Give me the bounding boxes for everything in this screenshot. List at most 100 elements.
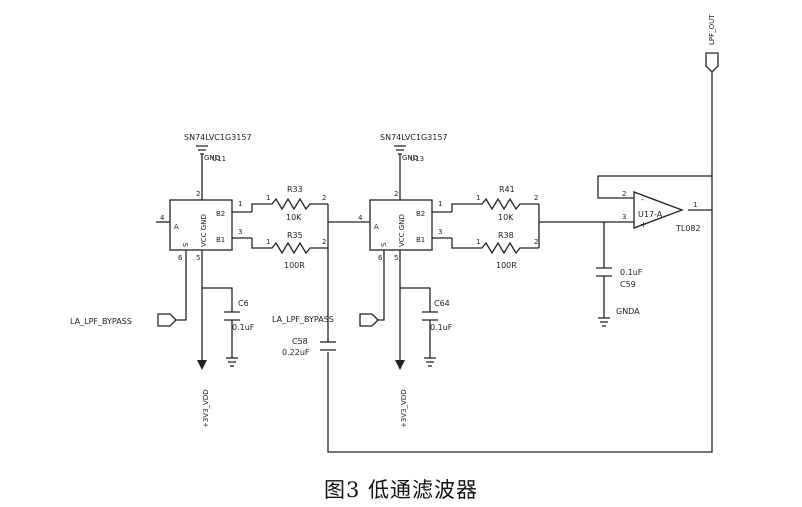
switch2: SN74LVC1G3157 GND U13 A VCC GND B2 B1 S … (358, 133, 452, 370)
c59-symbol (596, 222, 612, 318)
resistor-r41: R41 10K 1 2 (451, 185, 539, 222)
opamp-triangle (633, 191, 684, 229)
switch1-pin-a: A (174, 223, 179, 231)
switch2-ref: U13 (410, 155, 424, 163)
switch1-n3: 3 (238, 228, 242, 236)
vdd1-label: +3V3_VDD (202, 389, 210, 428)
r33-p1: 1 (266, 194, 270, 202)
switch1-b-stubs (232, 211, 252, 239)
capacitor-c6: C6 0.1uF (202, 287, 255, 367)
switch1-pin-vccgnd: VCC GND (200, 214, 208, 247)
switch2-s-wire (378, 250, 385, 321)
ctrl1-label: LA_LPF_BYPASS (70, 317, 132, 326)
r38-value: 100R (496, 261, 517, 270)
lpf-out-label: LPF_OUT (708, 14, 716, 45)
c59-gnd-label: GNDA (616, 307, 640, 316)
r35-value: 100R (284, 261, 305, 270)
switch1-pin-b1: B1 (216, 236, 225, 244)
c6-value: 0.1uF (232, 323, 255, 332)
switch2-n6: 6 (378, 254, 383, 262)
vdd-rail-1: +3V3_VDD (202, 389, 210, 428)
switch1-n5: 5 (196, 254, 200, 262)
r38-symbol (451, 238, 539, 255)
wire-feedback (597, 175, 712, 199)
switch2-part: SN74LVC1G3157 (380, 133, 448, 142)
c58-value: 0.22uF (282, 348, 310, 357)
figure-caption: 图3 低通滤波器 (323, 478, 479, 502)
switch2-pin-b2: B2 (416, 210, 425, 218)
switch1: SN74LVC1G3157 GND U11 A VCC GND B2 B1 S … (156, 133, 252, 370)
switch2-n3: 3 (438, 228, 442, 236)
c6-ground (226, 357, 238, 367)
opamp-minus: - (641, 195, 644, 204)
opamp-ref: U17-A (638, 210, 663, 219)
c58-symbol (320, 341, 336, 351)
capacitor-c64: C64 0.1uF (400, 287, 453, 367)
opamp-plus: + (640, 220, 647, 229)
c59-ground (598, 317, 610, 327)
switch2-n5: 5 (394, 254, 398, 262)
switch1-n4: 4 (160, 214, 165, 222)
c6-symbol (202, 287, 240, 358)
c64-ground (424, 357, 436, 367)
r33-symbol (251, 197, 328, 212)
capacitor-c58: C58 0.22uF (282, 337, 336, 357)
switch1-vdd-arrow (197, 360, 207, 370)
vdd-rail-2: +3V3_VDD (400, 389, 408, 428)
r33-ref: R33 (287, 185, 303, 194)
switch1-n6: 6 (178, 254, 183, 262)
c59-value: 0.1uF (620, 268, 643, 277)
resistor-r33: R33 10K 1 2 (251, 185, 328, 222)
c64-ref: C64 (434, 299, 450, 308)
c64-symbol (400, 287, 438, 358)
r35-ref: R35 (287, 231, 303, 240)
r33-p2: 2 (322, 194, 326, 202)
opamp-u17a: U17-A - + 2 3 1 TL082 (539, 190, 701, 233)
wire-out-down (688, 72, 713, 211)
switch2-pin-vccgnd: VCC GND (398, 214, 406, 247)
opamp-pin2: 2 (622, 190, 626, 198)
ctrl2-label: LA_LPF_BYPASS (272, 315, 334, 324)
switch1-pin-b2: B2 (216, 210, 225, 218)
opamp-part: TL082 (675, 224, 701, 233)
c6-ref: C6 (238, 299, 249, 308)
switch2-n1: 1 (438, 200, 442, 208)
switch2-pin-b1: B1 (416, 236, 425, 244)
r35-symbol (251, 238, 328, 255)
switch1-gnd-wire (196, 145, 208, 200)
switch1-s-wire (176, 250, 187, 321)
switch1-n2: 2 (196, 190, 200, 198)
resistor-r38: R38 100R 1 2 (451, 231, 539, 270)
switch2-vdd-arrow (395, 360, 405, 370)
r41-p1: 1 (476, 194, 480, 202)
r33-value: 10K (286, 213, 302, 222)
switch1-pin-s: S (182, 242, 190, 247)
r41-value: 10K (498, 213, 514, 222)
control-input-1: LA_LPF_BYPASS (70, 313, 177, 327)
r41-ref: R41 (499, 185, 515, 194)
control-input-2: LA_LPF_BYPASS (272, 313, 379, 327)
lpf-out-port: LPF_OUT (327, 14, 719, 453)
switch2-n2: 2 (394, 190, 398, 198)
r38-p2: 2 (534, 238, 538, 246)
switch2-body (369, 199, 433, 251)
switch1-body (169, 199, 233, 251)
vdd2-label: +3V3_VDD (400, 389, 408, 428)
r35-p1: 1 (266, 238, 270, 246)
switch2-b-stubs (432, 211, 452, 239)
switch1-ref: U11 (212, 155, 226, 163)
c59-ref: C59 (620, 280, 636, 289)
switch2-n4: 4 (358, 214, 363, 222)
resistor-r35: R35 100R 1 2 (251, 231, 328, 270)
c58-ref: C58 (292, 337, 308, 346)
opamp-pin3: 3 (622, 213, 626, 221)
switch2-pin-s: S (380, 242, 388, 247)
wire-return-c58 (327, 210, 713, 453)
lpf-out-connector (705, 52, 719, 73)
switch2-gnd: GND (402, 154, 418, 162)
r41-symbol (451, 197, 539, 212)
capacitor-c59: 0.1uF C59 GNDA (596, 222, 643, 327)
opamp-pin1: 1 (693, 201, 697, 209)
switch1-n1: 1 (238, 200, 242, 208)
